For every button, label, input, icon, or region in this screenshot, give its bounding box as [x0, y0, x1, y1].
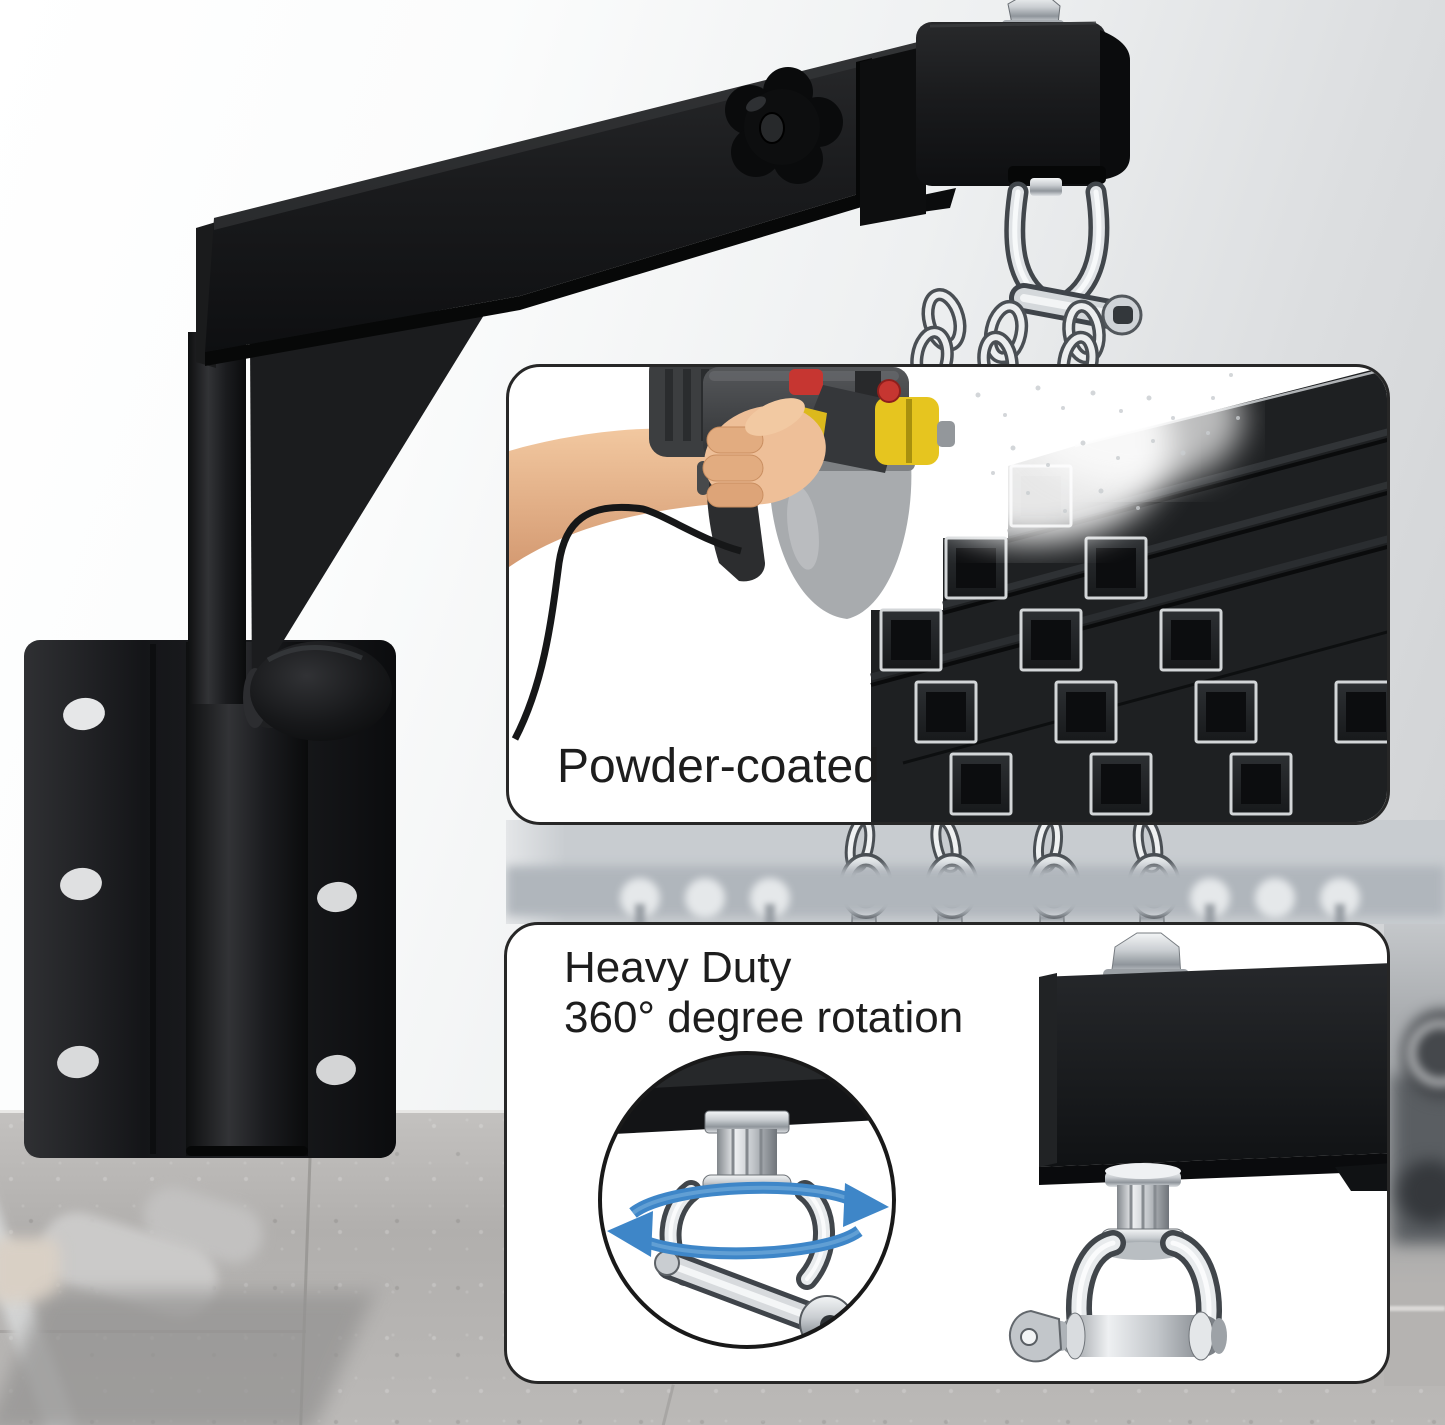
forearm — [509, 428, 727, 567]
mounting-hole — [63, 697, 105, 731]
steel-tube-stack — [870, 367, 1387, 822]
mounting-hole — [60, 867, 102, 901]
pivot-knob — [250, 641, 392, 741]
blurred-gym-equipment-right — [1384, 924, 1445, 1386]
swing-arm-beam — [196, 0, 1130, 368]
inner-tube — [860, 46, 926, 226]
blurred-gym-rack-band — [506, 820, 1445, 924]
heavy-duty-label: Heavy Duty 360° degree rotation — [564, 943, 963, 1043]
gusset-plate — [250, 302, 492, 692]
mounting-hole — [317, 881, 357, 913]
hand — [702, 398, 826, 508]
heavy-duty-line2: 360° degree rotation — [564, 993, 964, 1043]
powder-coated-panel: Powder-coated — [506, 364, 1390, 825]
beam-end-cap — [916, 0, 1130, 186]
clamp-knob — [725, 67, 843, 184]
red-dial — [877, 379, 901, 403]
power-cable — [511, 503, 742, 741]
rotation-detail-circle — [598, 1051, 896, 1349]
swing-arm-post — [188, 332, 246, 704]
beam-closeup — [1039, 963, 1387, 1167]
blurred-bench-pad — [0, 1238, 60, 1302]
shackle-pin — [1059, 1315, 1223, 1357]
mounting-hole — [316, 1054, 356, 1086]
rotation-arrows-icon — [607, 1181, 889, 1260]
blurred-rack-knob — [1255, 878, 1295, 918]
heavy-duty-line1: Heavy Duty — [564, 943, 792, 992]
powder-coated-label: Powder-coated — [557, 740, 880, 793]
nozzle-tip — [937, 421, 955, 447]
red-knob — [789, 369, 823, 395]
spray-gun-illustration — [509, 367, 955, 741]
blurred-rack-knob — [685, 878, 725, 918]
mount-column — [186, 642, 308, 1156]
knob-hole — [759, 112, 785, 144]
heavy-duty-panel: Heavy Duty 360° degree rotation — [504, 922, 1390, 1384]
mounting-hole — [57, 1045, 99, 1079]
swivel-shackle-closeup — [1009, 932, 1387, 1363]
pivot-joint — [243, 641, 392, 741]
